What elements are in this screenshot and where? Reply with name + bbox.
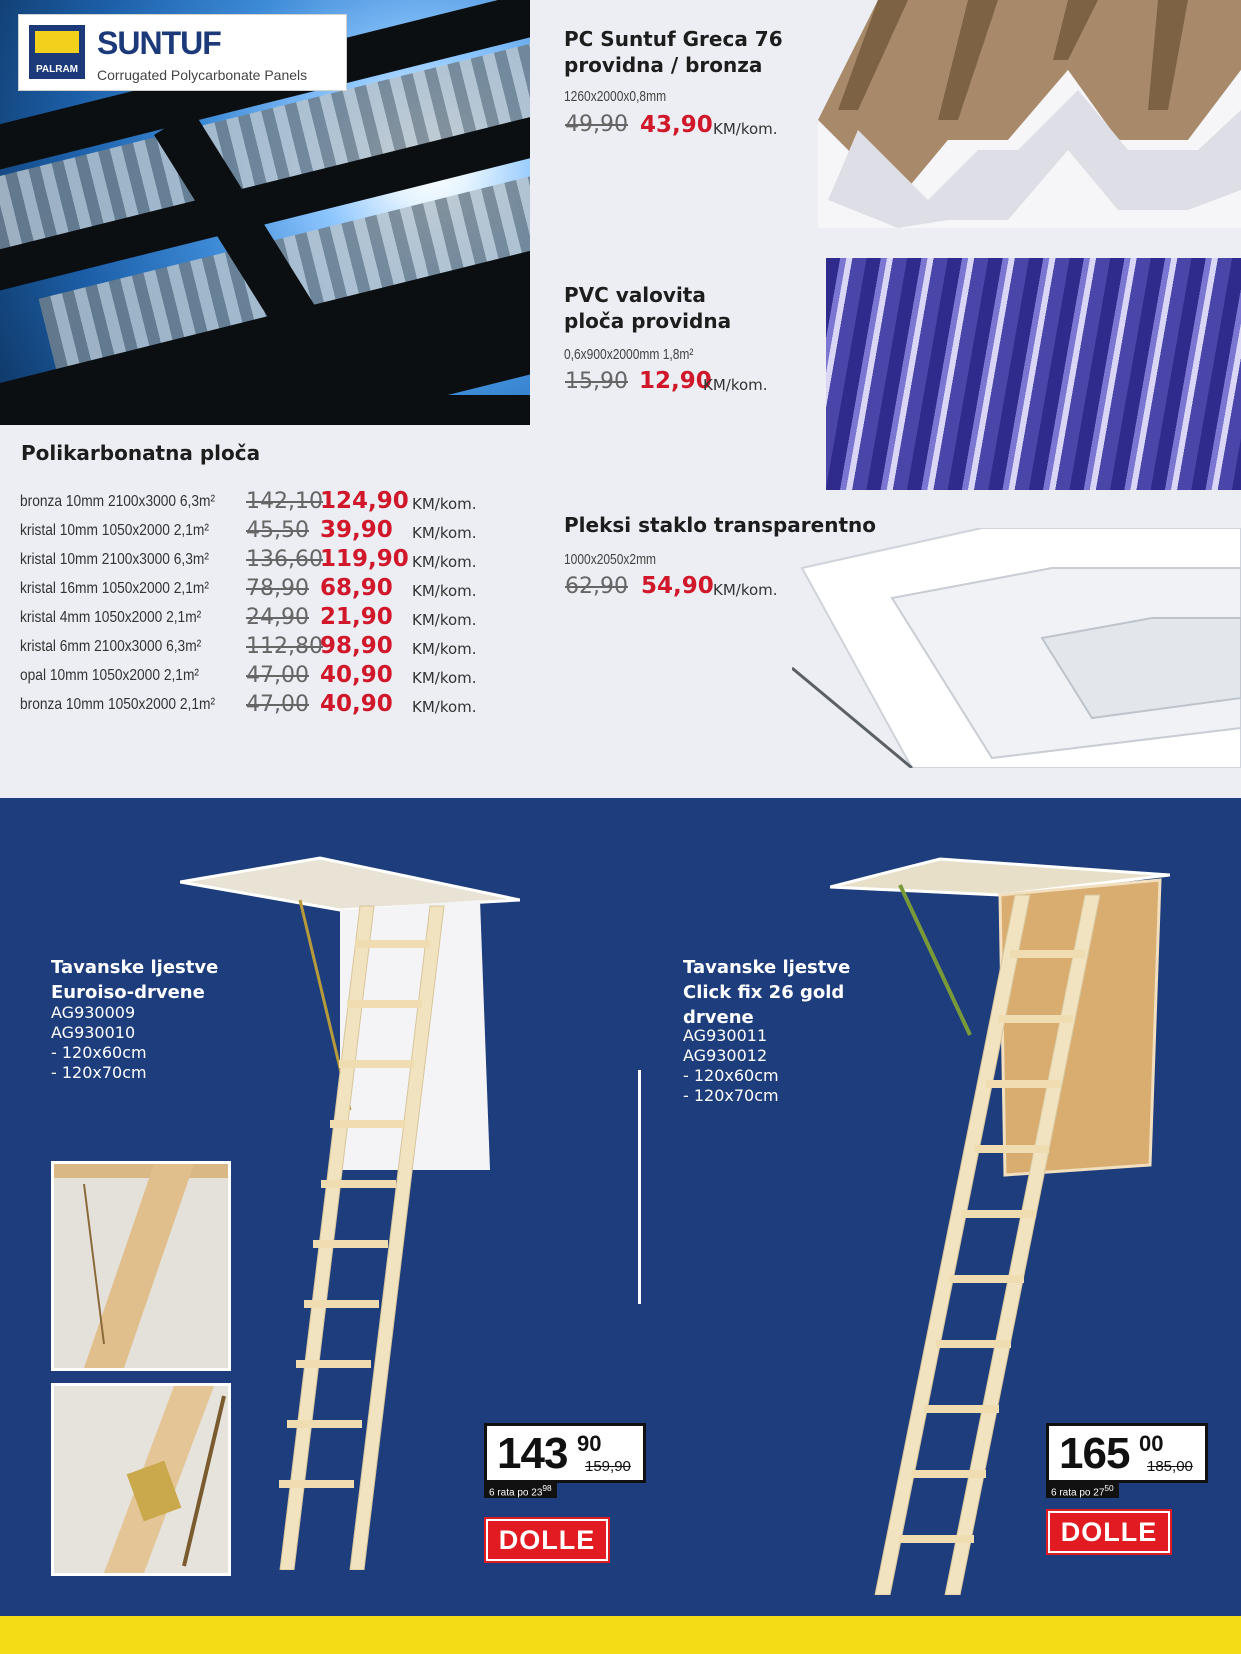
- new-price: 124,90: [320, 488, 409, 514]
- ladder1-installment: 6 rata po 2398: [484, 1482, 557, 1498]
- new-price: 68,90: [320, 575, 393, 601]
- new-price: 40,90: [320, 662, 393, 688]
- greca-unit: KM/kom.: [713, 120, 778, 138]
- dolle-logo: DOLLE: [1046, 1509, 1172, 1555]
- pvc-size: 0,6x900x2000mm 1,8m²: [564, 346, 694, 363]
- pleksi-name: Pleksi staklo transparentno: [564, 513, 877, 537]
- ladder1-hinge-thumb: [51, 1383, 231, 1576]
- old-price: 47,00: [246, 692, 309, 717]
- pleksi-new-price: 54,90: [641, 573, 714, 599]
- ladder1-image: [180, 856, 520, 1570]
- greca-sheet-image: [818, 0, 1241, 228]
- palram-logo-icon: PALRAM: [29, 25, 85, 79]
- greca-new-price: 43,90: [640, 112, 713, 138]
- ladder2-old-price: 185,00: [1147, 1458, 1193, 1475]
- ladder2-installment: 6 rata po 2750: [1046, 1482, 1119, 1498]
- old-price: 112,80: [246, 634, 323, 659]
- old-price: 136,60: [246, 547, 323, 572]
- ladder1-price-box: 143 90 159,90: [484, 1423, 646, 1483]
- old-price: 47,00: [246, 663, 309, 688]
- dolle-logo: DOLLE: [484, 1517, 610, 1563]
- brand-tagline: Corrugated Polycarbonate Panels: [97, 67, 308, 83]
- ladder1-old-price: 159,90: [585, 1458, 631, 1475]
- old-price: 78,90: [246, 576, 309, 601]
- ladder2-price-box: 165 00 185,00: [1046, 1423, 1208, 1483]
- ladder2-image: [830, 857, 1170, 1595]
- roof-photo: PALRAM SUNTUF Corrugated Polycarbonate P…: [0, 0, 530, 425]
- new-price: 21,90: [320, 604, 393, 630]
- pleksi-old-price: 62,90: [565, 574, 628, 599]
- pvc-new-price: 12,90: [639, 368, 712, 394]
- pleksi-unit: KM/kom.: [713, 581, 778, 599]
- greca-old-price: 49,90: [565, 112, 628, 137]
- new-price: 40,90: [320, 691, 393, 717]
- old-price: 142,10: [246, 489, 323, 514]
- pvc-old-price: 15,90: [565, 369, 628, 394]
- pleksi-sheet-image: [792, 528, 1241, 768]
- new-price: 39,90: [320, 517, 393, 543]
- old-price: 45,50: [246, 518, 309, 543]
- greca-size: 1260x2000x0,8mm: [564, 88, 667, 105]
- pvc-unit: KM/kom.: [703, 376, 768, 394]
- new-price: 119,90: [320, 546, 409, 572]
- ladder2-price: 165: [1059, 1429, 1130, 1478]
- pleksi-size: 1000x2050x2mm: [564, 551, 657, 568]
- suntuf-logo: PALRAM SUNTUF Corrugated Polycarbonate P…: [18, 14, 347, 91]
- old-price: 24,90: [246, 605, 309, 630]
- footer-bar: [0, 1616, 1241, 1654]
- ladder1-detail-thumb: [51, 1161, 231, 1371]
- pvc-sheet-image: [826, 258, 1241, 490]
- polikarbonat-title: Polikarbonatna ploča: [21, 441, 261, 465]
- new-price: 98,90: [320, 633, 393, 659]
- brand-name: SUNTUF: [97, 25, 222, 61]
- ladder1-price: 143: [497, 1429, 568, 1478]
- section-divider: [638, 1070, 641, 1304]
